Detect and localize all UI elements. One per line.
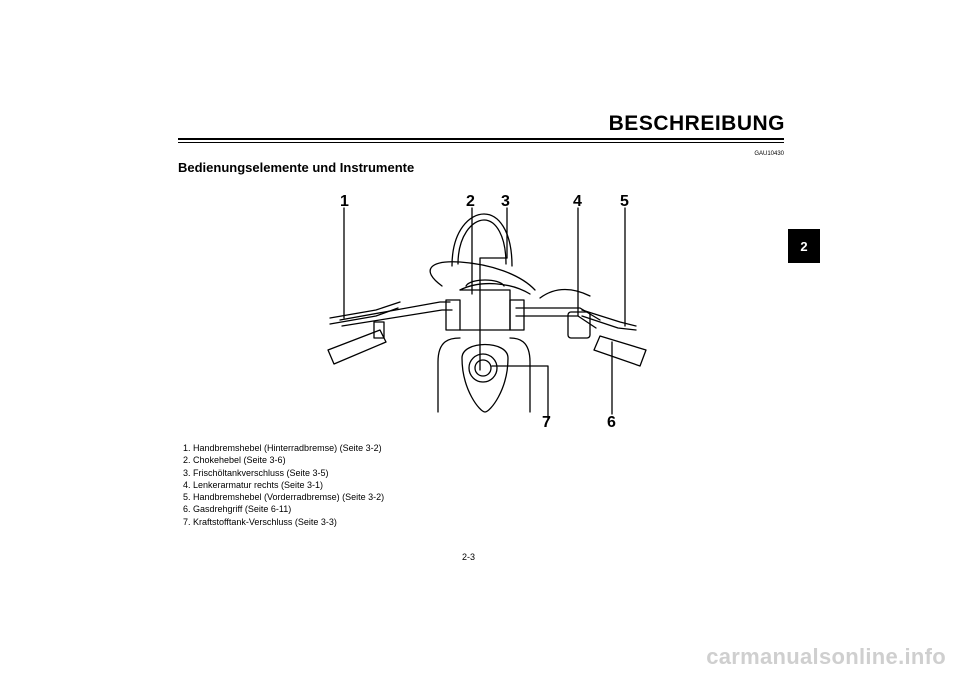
legend-item: 2. Chokehebel (Seite 3-6) — [183, 455, 286, 466]
legend-item: 4. Lenkerarmatur rechts (Seite 3-1) — [183, 479, 324, 490]
callout-2: 2 — [466, 193, 475, 210]
header-rule-thin — [178, 142, 784, 143]
watermark-text: carmanualsonline.info — [706, 644, 946, 669]
callout-1: 1 — [340, 193, 349, 210]
callout-6: 6 — [607, 414, 616, 430]
legend-item: 3. Frischöltankverschluss (Seite 3-5) — [183, 467, 329, 478]
handlebar-drawing: 1 2 3 4 5 6 7 — [327, 193, 647, 431]
handlebar-illustration: 1 2 3 4 5 6 7 — [320, 190, 660, 435]
callout-7: 7 — [542, 414, 551, 430]
legend-item: 5. Handbremshebel (Vorderradbremse) (Sei… — [183, 492, 385, 503]
callout-5: 5 — [620, 193, 629, 210]
page-number: 2-3 — [462, 552, 476, 562]
callout-4: 4 — [573, 193, 582, 210]
legend-list: 1. Handbremshebel (Hinterradbremse) (Sei… — [183, 442, 384, 528]
page-header-title: BESCHREIBUNG — [608, 112, 785, 135]
document-code: GAU10430 — [754, 151, 784, 157]
chapter-tab[interactable]: 2 — [788, 229, 820, 263]
legend-item: 7. Kraftstofftank-Verschluss (Seite 3-3) — [183, 516, 337, 527]
header-rule-thick — [178, 138, 784, 140]
legend-item: 1. Handbremshebel (Hinterradbremse) (Sei… — [183, 443, 382, 453]
callout-3: 3 — [501, 193, 510, 210]
section-title: Bedienungselemente und Instrumente — [178, 160, 415, 175]
legend-item: 6. Gasdrehgriff (Seite 6-11) — [183, 504, 292, 515]
